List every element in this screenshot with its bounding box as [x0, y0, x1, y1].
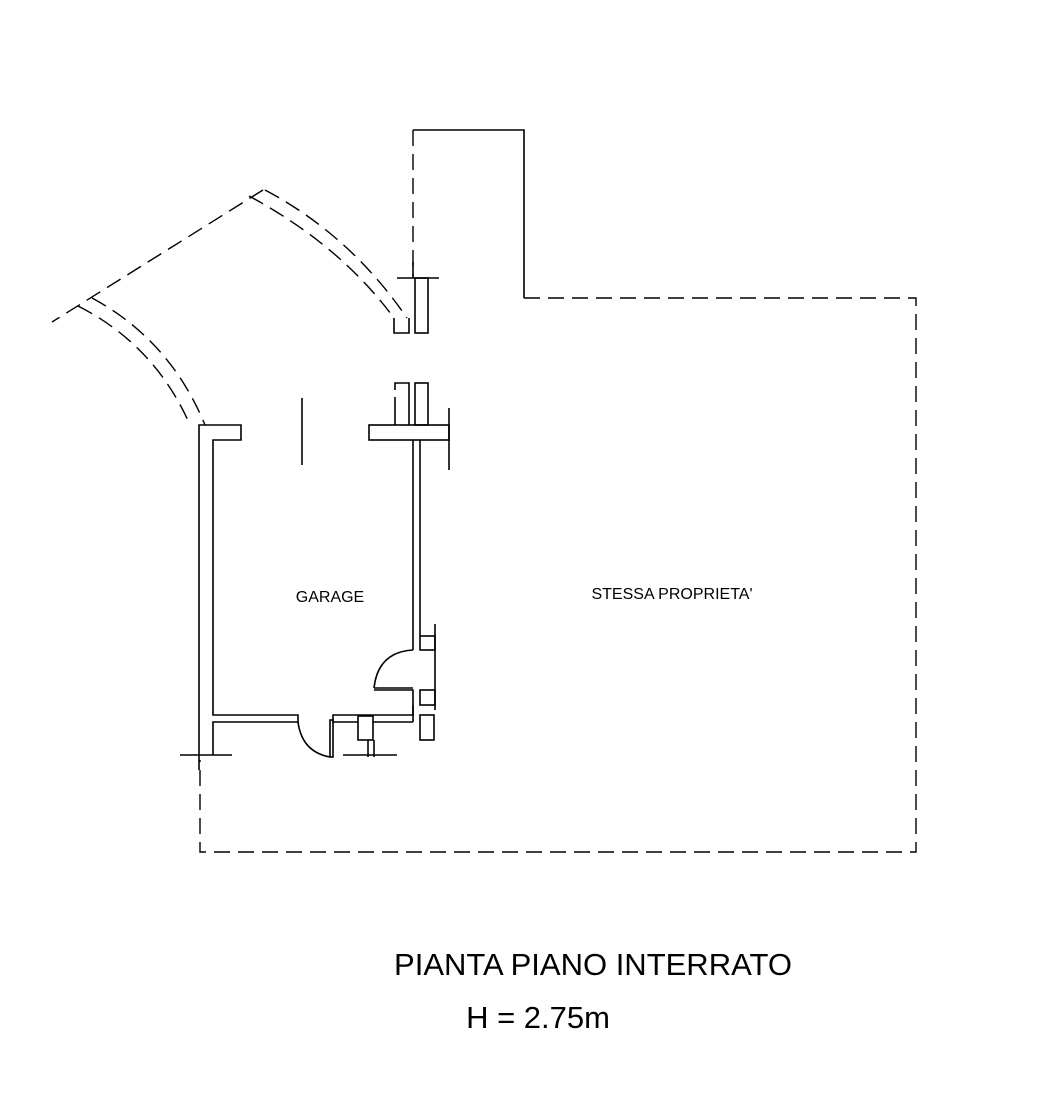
door-garage-side: [373, 649, 414, 689]
plan-height: H = 2.75m: [466, 1000, 610, 1035]
room-label-adjacent: STESSA PROPRIETA': [591, 586, 752, 603]
room-label-garage: GARAGE: [296, 589, 364, 606]
door-garage-entry: [297, 719, 334, 758]
pillar-upper: [397, 262, 439, 334]
ramp-outline: [51, 189, 410, 426]
garage-walls: [180, 382, 450, 770]
property-boundary: [199, 129, 917, 853]
plan-title: PIANTA PIANO INTERRATO: [394, 947, 792, 982]
